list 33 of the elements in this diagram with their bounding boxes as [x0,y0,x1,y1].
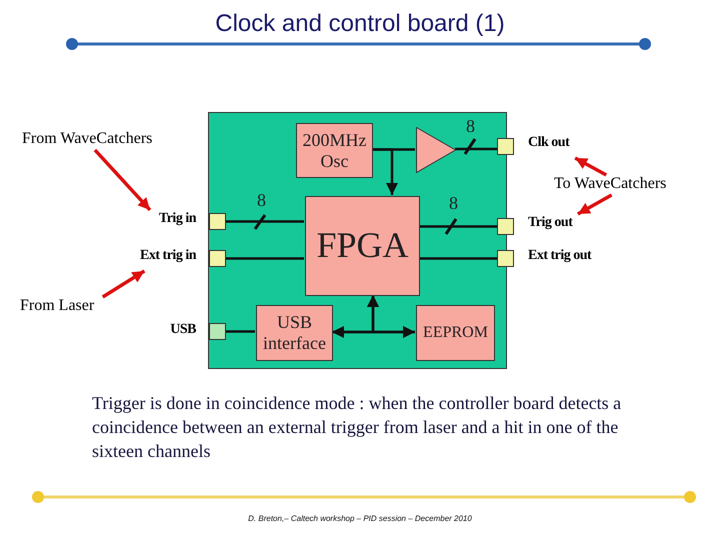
description-paragraph: Trigger is done in coincidence mode : when the controller board detects a coincidence between an external trigger from laser and a hit in one of the sixteen channels [92,392,622,463]
annotation-text: From Laser [20,297,108,317]
usb-interface-block: USB interface [256,305,333,361]
amplifier-triangle [416,127,456,173]
signal-line [226,330,255,333]
edge-label: 8 [449,193,458,214]
signal-line [419,225,497,228]
signal-line [226,220,304,223]
oscillator-block: 200MHz Osc [296,123,373,178]
footer-text: D. Breton,– Caltech workshop – PID session – December 2010 [247,514,473,523]
circuit-board [208,112,507,369]
annotation-text: To WaveCatchers [554,175,688,195]
port-label: USB [170,322,196,338]
port-label: Ext trig in [140,248,196,264]
eeprom-block: EEPROM [416,305,495,361]
pointer-arrow [94,148,152,212]
signal-line [455,148,497,150]
edge-label: 8 [466,116,475,137]
signal-line [419,257,497,260]
pointer-arrow [574,156,608,177]
pointer-arrow [576,193,612,216]
annotation-text: From WaveCatchers [22,130,174,150]
port-label: Trig in [158,211,196,227]
fpga-block: FPGA [305,196,420,296]
port-label: Ext trig out [528,248,592,264]
signal-line [226,257,304,260]
slide-title: Clock and control board (1) [214,10,506,38]
pointer-arrow [102,270,146,298]
port-label: Clk out [528,135,570,151]
edge-label: 8 [257,190,266,211]
port-label: Trig out [528,215,572,231]
signal-arrow [367,295,415,338]
signal-arrow [372,148,398,195]
